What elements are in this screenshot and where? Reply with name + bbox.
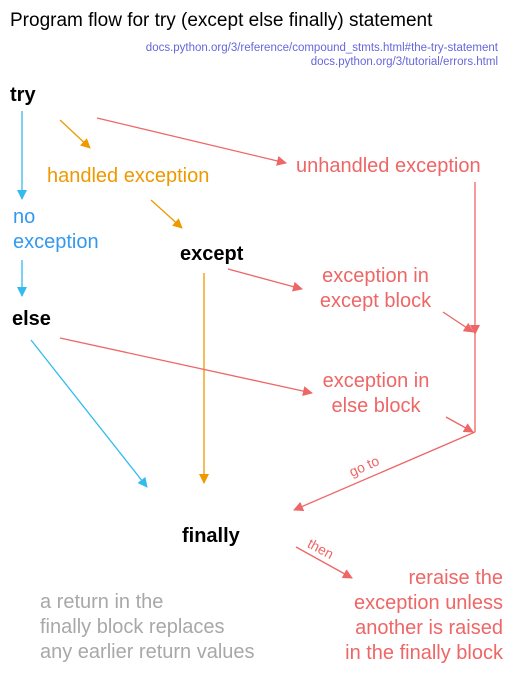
note-line1: a return in the <box>40 591 164 613</box>
node-reraise-line2: exception unless <box>354 592 503 614</box>
node-finally: finally <box>182 525 240 547</box>
node-exception-in-else-block: exception in else block <box>312 369 440 419</box>
node-else: else <box>12 308 51 330</box>
note-line3: any earlier return values <box>40 641 255 663</box>
arrow-goto-finally <box>293 431 476 512</box>
arrow-handled-to-except <box>150 199 183 229</box>
note-line2: finally block replaces <box>40 616 225 638</box>
note-finally-return: a return in the finally block replaces a… <box>40 590 255 665</box>
node-exc-except-line2: except block <box>319 290 432 312</box>
arrow-else-to-exc-in-else <box>59 337 313 396</box>
node-reraise-line1: reraise the <box>408 567 504 589</box>
node-reraise: reraise the exception unless another is … <box>345 566 503 666</box>
arrow-try-to-handled <box>59 119 91 149</box>
node-reraise-line3: another is raised <box>355 617 503 639</box>
node-reraise-line4: in the finally block <box>345 642 503 664</box>
node-no-exception-line2: exception <box>13 231 99 253</box>
arrow-except-to-exc-in-except <box>227 268 303 292</box>
node-exc-else-line1: exception in <box>322 370 430 392</box>
node-handled-exception: handled exception <box>47 165 210 187</box>
arrow-then-reraise <box>295 546 353 579</box>
node-exc-else-line2: else block <box>331 395 421 417</box>
node-except: except <box>180 243 244 265</box>
doc-link-reference[interactable]: docs.python.org/3/reference/compound_stm… <box>145 42 498 54</box>
diagram-title: Program flow for try (except else finall… <box>10 10 433 31</box>
node-no-exception-line1: no <box>13 206 36 228</box>
node-exc-except-line1: exception in <box>322 265 429 287</box>
arrow-exc-in-else-to-collector <box>445 416 474 433</box>
node-exception-in-except-block: exception in except block <box>308 264 443 314</box>
arrow-exc-in-except-to-collector <box>442 311 474 333</box>
arrow-try-to-unhandled <box>96 117 287 166</box>
node-no-exception: no exception <box>13 205 99 255</box>
arrow-else-to-finally <box>30 339 148 488</box>
doc-link-tutorial[interactable]: docs.python.org/3/tutorial/errors.html <box>310 56 498 68</box>
node-try: try <box>10 84 36 106</box>
node-unhandled-exception: unhandled exception <box>296 155 481 177</box>
